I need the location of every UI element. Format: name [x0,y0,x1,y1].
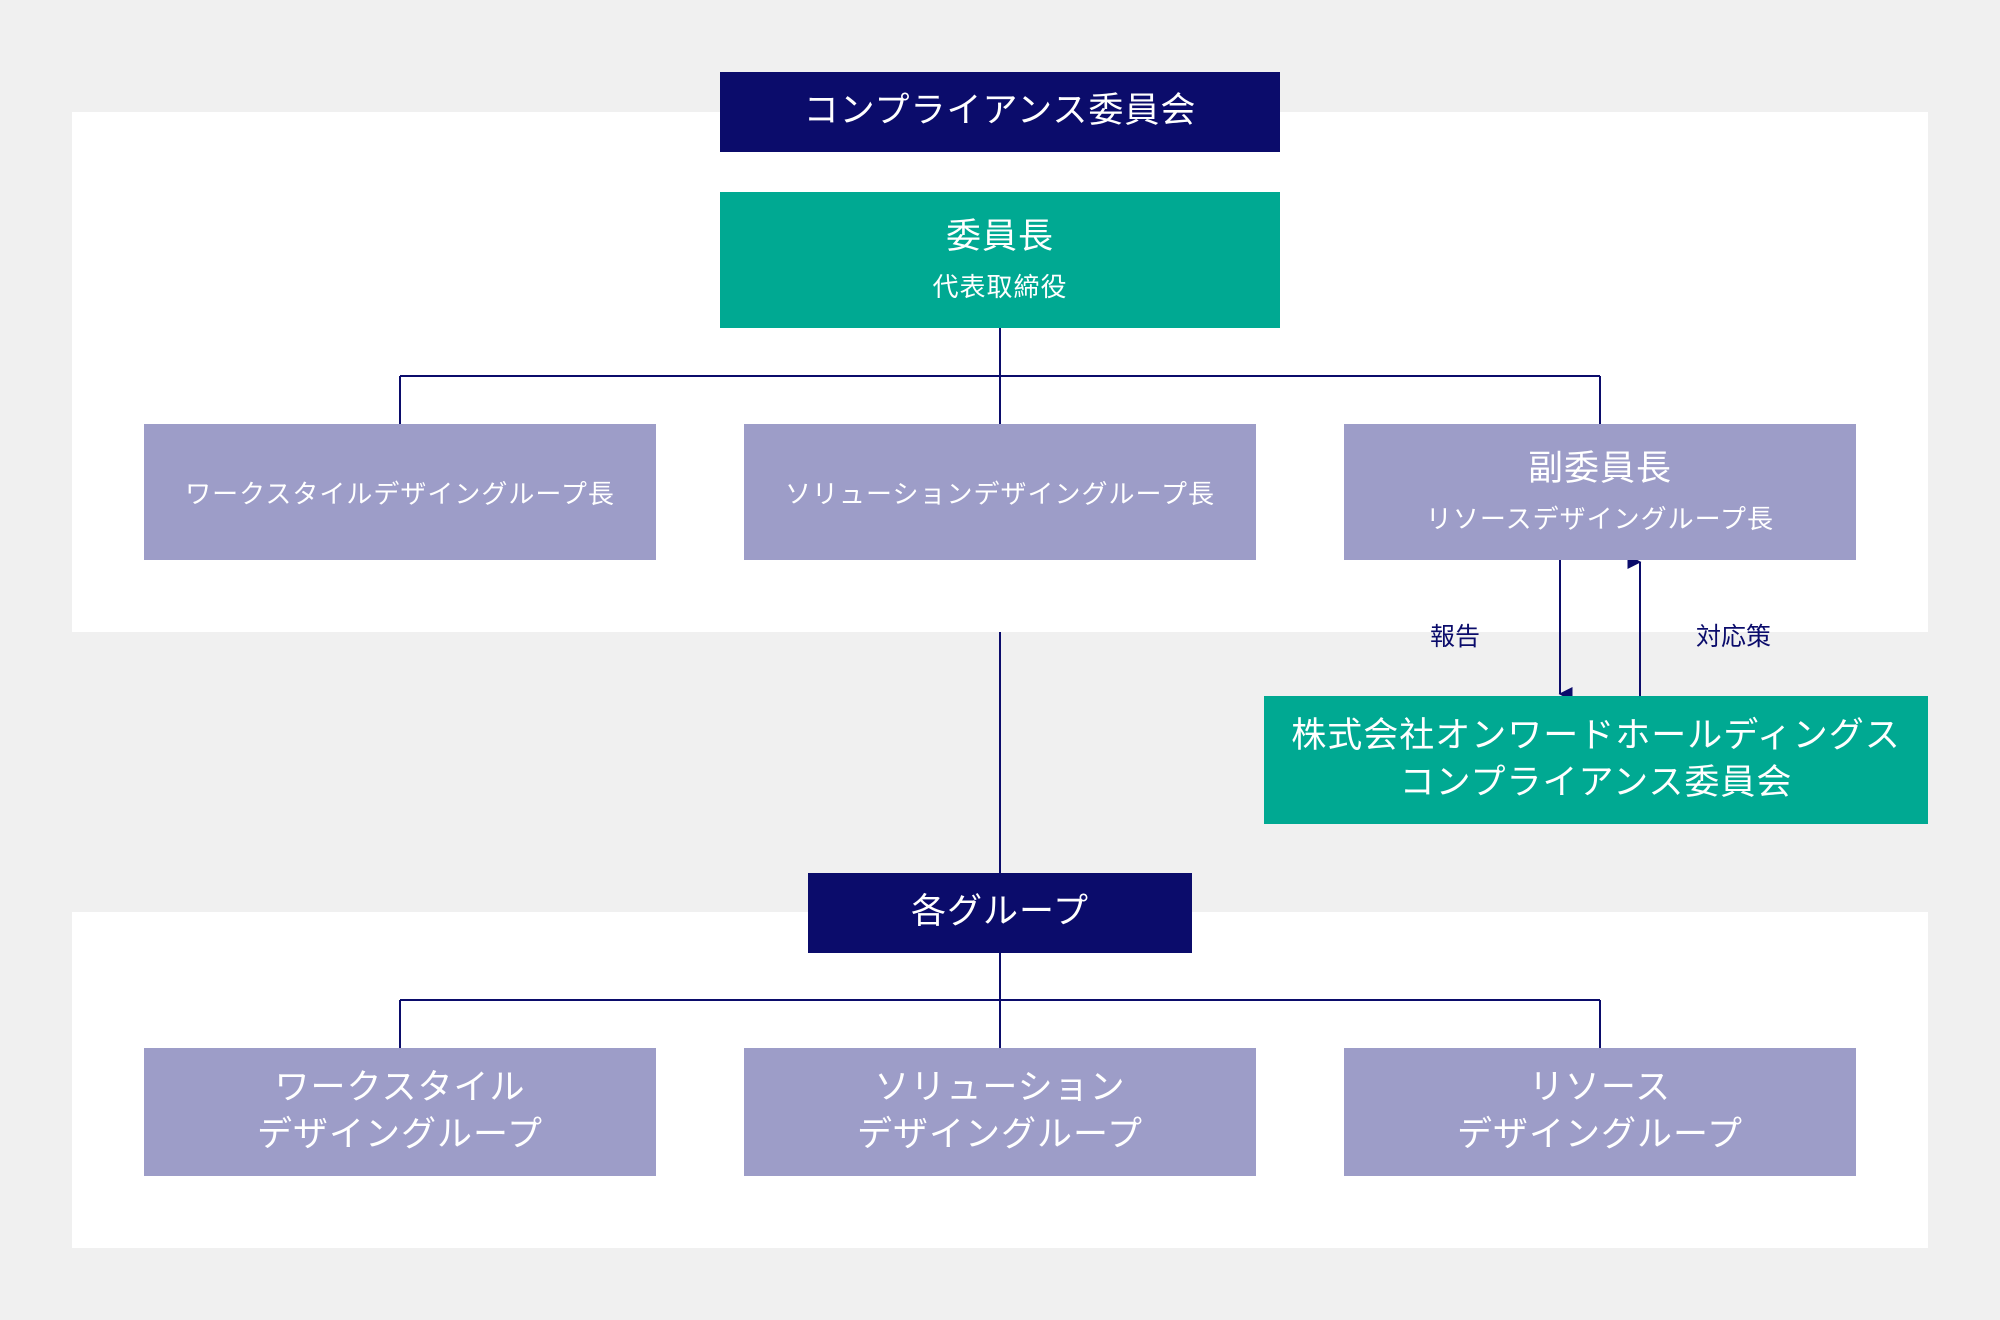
groups-title: 各グループ [911,892,1089,933]
group-box-solution: ソリューション デザイングループ [744,1048,1256,1176]
group-line-1: ソリューション [874,1067,1126,1108]
committee-title-box: コンプライアンス委員会 [720,72,1280,152]
vice-chair-subtitle: リソースデザイングループ長 [1425,505,1775,536]
member-box-solution: ソリューションデザイングループ長 [744,424,1256,560]
group-box-workstyle: ワークスタイル デザイングループ [144,1048,656,1176]
group-line-2: デザイングループ [257,1115,543,1155]
vice-chair-title: 副委員長 [1527,448,1672,489]
holdings-committee-box: 株式会社オンワードホールディングス コンプライアンス委員会 [1264,696,1928,824]
vice-chair-box: 副委員長 リソースデザイングループ長 [1344,424,1856,560]
member-text: ソリューションデザイングループ長 [785,479,1215,510]
chair-box: 委員長 代表取締役 [720,192,1280,328]
chair-title: 委員長 [945,216,1054,257]
group-line-1: リソース [1528,1067,1672,1108]
group-line-2: デザイングループ [857,1115,1143,1155]
groups-title-box: 各グループ [808,873,1192,953]
member-text: ワークスタイルデザイングループ長 [185,479,615,510]
member-box-workstyle: ワークスタイルデザイングループ長 [144,424,656,560]
committee-title: コンプライアンス委員会 [803,91,1197,132]
group-box-resource: リソース デザイングループ [1344,1048,1856,1176]
group-line-1: ワークスタイル [274,1067,526,1108]
holdings-line-2: コンプライアンス委員会 [1399,763,1793,803]
report-label: 報告 [1430,622,1481,651]
response-label: 対応策 [1696,622,1772,651]
holdings-line-1: 株式会社オンワードホールディングス [1291,715,1901,756]
group-line-2: デザイングループ [1457,1115,1743,1155]
chair-subtitle: 代表取締役 [932,273,1068,304]
